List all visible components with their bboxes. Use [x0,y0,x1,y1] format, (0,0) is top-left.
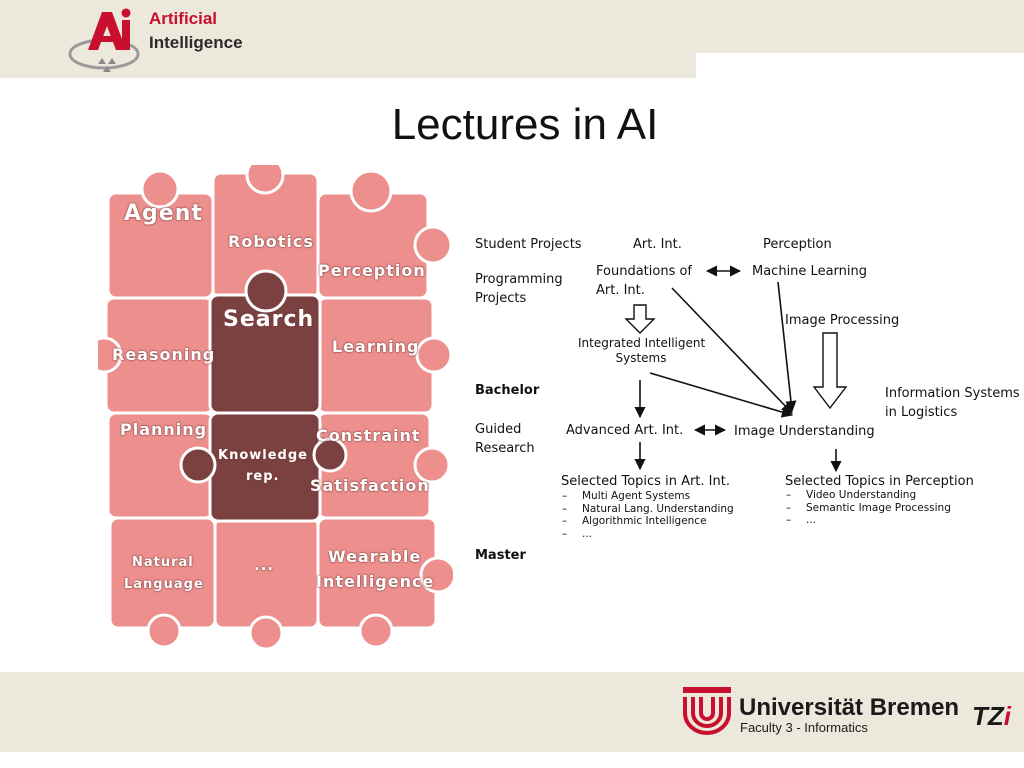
puzzle-label-search: Search [223,307,315,332]
puzzle-label-natural: Natural [132,555,194,570]
puzzle-knob [140,169,180,209]
label-student-projects: Student Projects [475,237,582,252]
puzzle-illustration: Agent Robotics Perception Search Reasoni… [85,155,457,651]
label-advanced-art-int: Advanced Art. Int. [566,423,684,438]
label-information-systems-1: Information Systems [885,386,1020,401]
puzzle-knob [146,613,182,649]
puzzle-label-ellipsis: ... [254,556,275,574]
label-research: Research [475,441,535,456]
puzzle-label-learning: Learning [332,337,420,356]
label-machine-learning: Machine Learning [752,264,867,279]
puzzle-label-satisfaction: Satisfaction [310,476,430,495]
puzzle-label-reasoning: Reasoning [112,345,216,364]
puzzle-knob [244,269,288,313]
list-item: –Multi Agent Systems [562,490,691,502]
puzzle-knob [413,446,451,484]
lecture-flow-diagram: Student Projects Art. Int. Perception Pr… [470,225,1024,575]
label-integrated-1: Integrated Intelligent [578,336,706,350]
label-integrated-2: Systems [615,351,667,365]
label-projects: Projects [475,291,527,306]
label-selected-topics-ai: Selected Topics in Art. Int. [561,474,730,489]
puzzle-knob [415,336,453,374]
faculty-name: Faculty 3 - Informatics [740,720,868,735]
arrow-integrated-image-understanding [649,372,794,418]
tzi-logo-main: TZ [972,701,1004,731]
puzzle-label-wearable: Wearable [328,547,422,566]
puzzle-piece-natural-language [108,516,217,630]
puzzle-graphic [85,155,457,651]
label-programming: Programming [475,272,563,287]
label-perception: Perception [763,237,832,252]
list-item: –... [786,514,817,526]
label-selected-topics-perception: Selected Topics in Perception [785,474,974,489]
list-item: –Algorithmic Intelligence [562,515,707,527]
puzzle-label-constraint: Constraint [316,426,421,445]
arrow-foundations-image-understanding [671,287,793,414]
footer-edge [0,752,1024,768]
tzi-logo: TZi [972,701,1011,732]
puzzle-knob [349,169,393,213]
puzzle-knob [413,225,453,265]
puzzle-knob [179,446,217,484]
label-master: Master [475,548,526,563]
list-item: –... [562,527,593,540]
flow-arrows [624,265,848,473]
puzzle-label-rep: rep. [246,469,280,484]
hollow-arrow-foundations-integrated [624,304,656,334]
list-item: –Natural Lang. Understanding [562,502,734,515]
label-image-understanding: Image Understanding [734,424,875,439]
brand-title-line-1: Artificial [149,9,218,28]
slide-title: Lectures in AI [391,100,659,149]
university-name: Universität Bremen [739,694,960,721]
puzzle-knob [358,613,394,649]
footer-band [0,672,1024,752]
header-band-right [696,0,1024,53]
puzzle-knob [245,155,285,195]
label-image-processing: Image Processing [785,313,900,328]
puzzle-label-agent: Agent [124,201,203,226]
label-information-systems-2: in Logistics [885,405,958,420]
puzzle-knob [312,437,348,473]
tzi-logo-i: i [1003,701,1011,731]
puzzle-label-knowledge: Knowledge [218,448,308,463]
puzzle-label-intelligence: Intelligence [316,572,435,591]
brand-title-line-2: Intelligence [149,33,243,52]
puzzle-label-robotics: Robotics [228,232,314,251]
list-selected-topics-ai: –Multi Agent Systems –Natural Lang. Unde… [562,490,734,540]
hollow-arrow-image-processing [812,332,848,410]
university-bremen-logo-icon [683,687,731,735]
label-bachelor: Bachelor [475,383,540,398]
puzzle-label-perception: Perception [318,261,426,280]
list-item: –Semantic Image Processing [786,501,951,514]
puzzle-label-planning: Planning [120,420,208,439]
puzzle-label-language: Language [124,577,204,592]
label-art-int: Art. Int. [633,237,682,252]
list-item: –Video Understanding [786,489,917,501]
puzzle-piece-knowledge [208,411,322,523]
label-foundations-1: Foundations of [596,264,693,279]
list-selected-topics-perception: –Video Understanding –Semantic Image Pro… [786,489,951,527]
arrow-ml-image-understanding [777,281,797,413]
label-foundations-2: Art. Int. [596,283,645,298]
puzzle-knob [248,615,284,651]
label-guided: Guided [475,422,522,437]
ai-logo-icon [68,8,140,72]
